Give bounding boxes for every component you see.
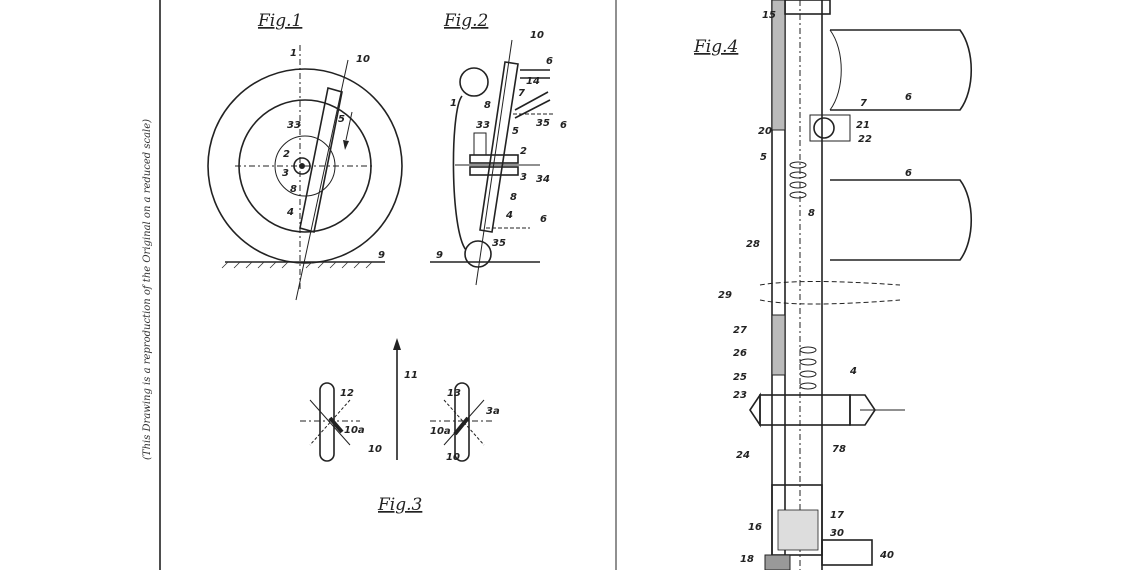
label: 11 [404, 370, 418, 381]
label: 6 [560, 120, 567, 131]
label: 5 [338, 114, 345, 125]
label: 15 [762, 10, 776, 21]
label: 3 [520, 172, 527, 183]
label: 9 [436, 250, 443, 261]
label: 22 [858, 134, 872, 145]
fig3-title: Fig.3 [377, 495, 422, 515]
label: 10 [368, 444, 382, 455]
figure-4: Fig.4 15 6 7 21 20 22 5 6 8 28 29 27 26 [693, 0, 973, 570]
label: 4 [286, 207, 294, 218]
fork-tube [479, 61, 519, 233]
figure-2: Fig.2 10 6 14 7 8 1 35 6 33 5 2 34 3 8 4… [430, 11, 567, 286]
label: 4 [505, 210, 513, 221]
label: 5 [512, 126, 519, 137]
label: 10a [344, 425, 365, 436]
label: 21 [856, 120, 870, 131]
fig1-title: Fig.1 [257, 11, 302, 31]
label: 28 [746, 239, 760, 250]
label: 8 [510, 192, 517, 203]
label: 27 [733, 325, 747, 336]
label: 16 [748, 522, 762, 533]
label: 1 [450, 98, 457, 109]
label: 40 [879, 550, 894, 561]
label: 1 [290, 48, 297, 59]
label: 2 [283, 149, 290, 160]
label: 18 [740, 554, 754, 565]
label: 20 [758, 126, 772, 137]
label: 29 [718, 290, 732, 301]
figure-1: Fig.1 1 10 5 33 2 3 8 4 9 [207, 11, 403, 301]
label: 33 [476, 120, 490, 131]
label: 2 [520, 146, 527, 157]
handlebar-lower [830, 179, 973, 261]
label: 25 [733, 372, 747, 383]
label: 78 [832, 444, 846, 455]
fig4-title: Fig.4 [693, 37, 738, 57]
label: 6 [905, 92, 912, 103]
tube-wall-hatched [771, 0, 786, 131]
label: 10a [430, 426, 451, 437]
label: 34 [536, 174, 550, 185]
label: 35 [536, 118, 550, 129]
wheel-outer [207, 68, 403, 264]
label: 12 [340, 388, 354, 399]
reduced-scale-note: (This Drawing is a reproduction of the O… [142, 119, 153, 460]
label: 23 [733, 390, 747, 401]
label: 6 [546, 56, 553, 67]
label: 33 [287, 120, 301, 131]
label: 5 [760, 152, 767, 163]
label: 6 [540, 214, 547, 225]
label: 4 [849, 366, 857, 377]
label: 30 [830, 528, 844, 539]
label: 8 [484, 100, 491, 111]
label: 24 [736, 450, 750, 461]
label: 6 [905, 168, 912, 179]
label: 14 [526, 76, 540, 87]
label: 10 [530, 30, 544, 41]
label: 17 [830, 510, 844, 521]
label: 35 [492, 238, 506, 249]
label: 10 [446, 452, 460, 463]
label: 8 [290, 184, 297, 195]
fork-tube [299, 86, 343, 234]
figure-3: Fig.3 11 12 10a 10 13 3a 10a 10 [300, 338, 500, 515]
label: 26 [733, 348, 747, 359]
axle-bolt [759, 394, 851, 426]
label: 10 [356, 54, 370, 65]
label: 8 [808, 208, 815, 219]
fig2-title: Fig.2 [443, 11, 488, 31]
label: 3 [282, 168, 289, 179]
label: 7 [860, 98, 867, 109]
label: 13 [447, 388, 461, 399]
label: 7 [518, 88, 525, 99]
label: 3a [486, 406, 500, 417]
label: 9 [378, 250, 385, 261]
handlebar-upper [830, 29, 973, 111]
